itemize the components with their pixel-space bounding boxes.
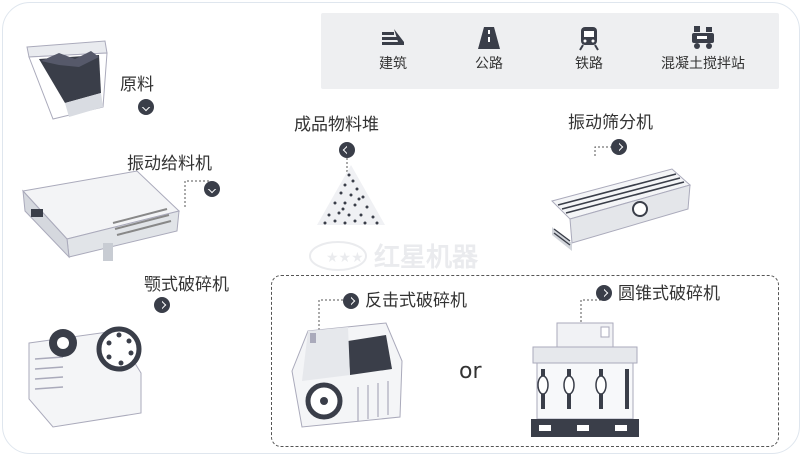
app-railway: 铁路 <box>534 23 644 73</box>
material-pile-image <box>317 165 385 225</box>
cone-crusher-image <box>531 322 639 437</box>
connector-line <box>594 146 615 156</box>
step-label-pile: 成品物料堆 <box>294 115 379 135</box>
app-concrete: 混凝土搅拌站 <box>648 23 758 73</box>
vibrating-feeder-image <box>22 170 181 261</box>
app-road-label: 公路 <box>475 56 503 72</box>
raw-material-hopper-image <box>26 40 108 120</box>
jaw-crusher-image <box>28 326 142 428</box>
step-marker-icon <box>138 99 154 115</box>
app-railway-label: 铁路 <box>575 56 603 72</box>
application-panel: 建筑 公路 铁路 混凝土搅拌站 <box>321 13 779 89</box>
svg-text:★★★: ★★★ <box>326 250 364 266</box>
step-marker-icon <box>204 181 220 197</box>
app-road: 公路 <box>434 23 544 73</box>
step-marker-icon <box>611 139 627 155</box>
or-label: or <box>459 359 482 384</box>
app-building-label: 建筑 <box>379 56 407 72</box>
step-marker-icon <box>596 285 612 301</box>
impact-crusher-image <box>291 322 403 428</box>
step-label-feeder: 振动给料机 <box>127 154 212 174</box>
app-building: 建筑 <box>338 23 448 73</box>
train-icon <box>579 27 599 51</box>
vibrating-screen-image <box>551 168 692 251</box>
road-icon <box>478 27 500 49</box>
crusher-option-group <box>271 275 779 447</box>
connector-line <box>184 180 211 207</box>
app-concrete-label: 混凝土搅拌站 <box>661 56 745 72</box>
step-label-jaw: 颚式破碎机 <box>144 275 229 295</box>
svg-text:红星机器: 红星机器 <box>374 242 479 273</box>
brand-watermark-logo: ★★★ 红星机器 <box>309 241 479 273</box>
step-label-impact: 反击式破碎机 <box>365 291 467 311</box>
connector-line <box>580 299 603 330</box>
step-marker-icon <box>343 293 359 309</box>
step-marker-icon <box>339 142 355 158</box>
step-label-screen: 振动筛分机 <box>568 113 653 133</box>
step-label-raw: 原料 <box>120 75 154 95</box>
step-marker-icon <box>154 297 170 313</box>
step-label-cone: 圆锥式破碎机 <box>618 284 720 304</box>
connector-line <box>318 299 351 330</box>
connector-line <box>346 158 348 174</box>
concrete-mixer-icon <box>692 26 714 49</box>
building-icon <box>382 29 404 45</box>
